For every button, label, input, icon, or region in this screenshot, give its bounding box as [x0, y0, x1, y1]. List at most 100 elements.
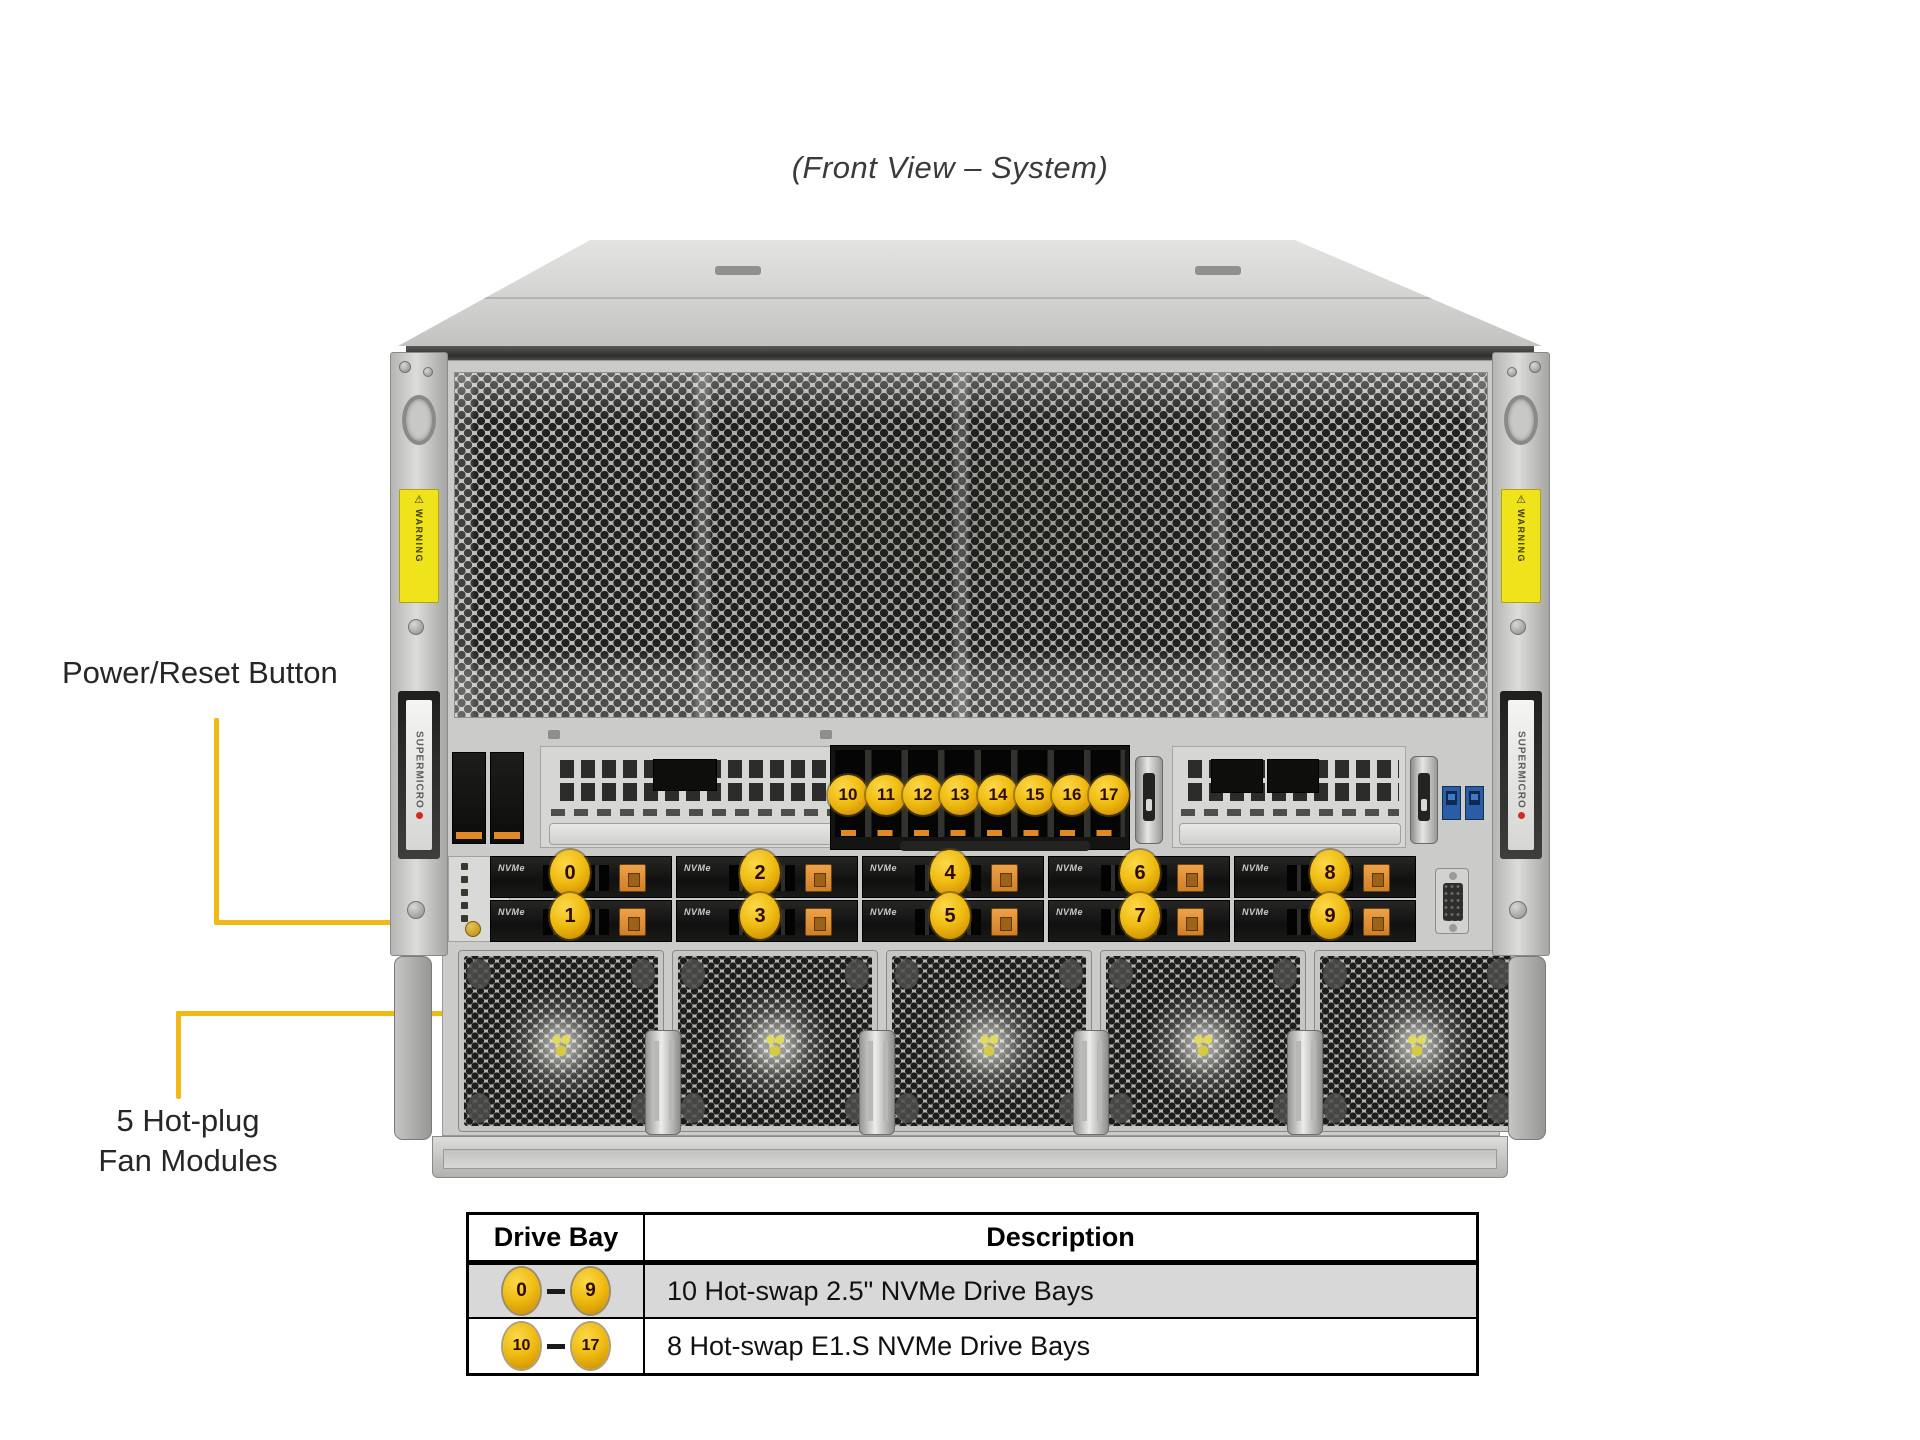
table-row: 10 17 8 Hot-swap E1.S NVMe Drive Bays [469, 1319, 1476, 1373]
status-led [461, 915, 468, 922]
drive-bay-number-badge: 8 [1310, 850, 1350, 896]
fan-hub [978, 1032, 1000, 1057]
drive-bay-number-badge: 9 [1310, 893, 1350, 939]
screw [1509, 901, 1527, 919]
fan-corner-hole [1323, 1093, 1347, 1123]
card-port-cutout [1211, 759, 1263, 793]
fan-module [1100, 950, 1306, 1132]
e1s-bay-number-badge: 17 [1089, 775, 1129, 815]
drive-bay-number-badge: 3 [740, 893, 780, 939]
table-header-row: Drive Bay Description [469, 1215, 1476, 1265]
screw-hole [820, 730, 832, 739]
nvme-label: NVMe [498, 907, 526, 917]
vent-dashes [1181, 809, 1399, 816]
fan-hub [1192, 1032, 1214, 1057]
power-reset-callout-line-horizontal [214, 920, 476, 925]
fan-corner-hole [895, 959, 919, 989]
left-rack-ear: ⚠ WARNING SUPERMICRO [390, 352, 448, 956]
ear-latch-hole [1504, 395, 1538, 445]
drive-bay-table: Drive Bay Description 0 9 10 Hot-swap 2.… [466, 1212, 1479, 1376]
brand-red-dot [1517, 811, 1525, 819]
fan-corner-hole [467, 1093, 491, 1123]
e1s-bay-number-badge: 15 [1015, 775, 1055, 815]
fan-module [886, 950, 1092, 1132]
table-header-drive-bay: Drive Bay [469, 1215, 645, 1260]
tray-latch-button [619, 864, 646, 892]
tray-latch-button [1363, 908, 1390, 936]
status-led [461, 876, 468, 883]
warning-label: ⚠ WARNING [1501, 489, 1541, 603]
nvme-label: NVMe [684, 907, 712, 917]
fan-modules-label-line1: 5 Hot-plug [116, 1103, 260, 1138]
blank-bracket [549, 823, 837, 845]
e1s-bay-number-badge: 10 [828, 775, 868, 815]
logo-strip: SUPERMICRO [1508, 700, 1534, 850]
e1s-bay-number-badge: 12 [903, 775, 943, 815]
screw [1529, 361, 1541, 373]
table-header-description: Description [986, 1222, 1135, 1252]
fan-corner-hole [681, 1093, 705, 1123]
fan-corner-hole [631, 959, 655, 989]
fan-corner-hole [895, 1093, 919, 1123]
fan-corner-hole [1323, 959, 1347, 989]
right-addon-card-panel [1172, 746, 1406, 848]
nvme-label: NVMe [1056, 863, 1084, 873]
fan-hub [550, 1032, 572, 1057]
fan-mesh [1320, 956, 1514, 1126]
power-reset-button [465, 921, 481, 937]
tray-latch-button [805, 908, 832, 936]
drive-bay-number-badge: 1 [550, 893, 590, 939]
table-row: 0 9 10 Hot-swap 2.5" NVMe Drive Bays [469, 1265, 1476, 1319]
bay-number-badge: 0 [503, 1268, 540, 1314]
tray-latch-button [805, 864, 832, 892]
vga-port [1435, 868, 1469, 934]
range-dash [547, 1343, 565, 1349]
fan-corner-hole [1487, 959, 1511, 989]
screw [399, 361, 411, 373]
nvme-label: NVMe [1242, 863, 1270, 873]
card-port-cutout [1267, 759, 1319, 793]
bay-latch-right [1135, 756, 1163, 844]
table-cell-description: 10 Hot-swap 2.5" NVMe Drive Bays [667, 1275, 1094, 1306]
range-dash [547, 1288, 565, 1294]
brand-text: SUPERMICRO [1515, 731, 1527, 809]
screw-hole [548, 730, 560, 739]
logo-strip: SUPERMICRO [406, 700, 432, 850]
tray-latch-button [619, 908, 646, 936]
drive-bay-number-badge: 0 [550, 850, 590, 896]
blank-bracket [1179, 823, 1401, 845]
drive-bay-number-badge: 6 [1120, 850, 1160, 896]
tray-latch-button [991, 908, 1018, 936]
fan-latch-handle [645, 1030, 681, 1135]
fan-hub [764, 1032, 786, 1057]
cover-gap-bar [406, 346, 1534, 360]
power-reset-label: Power/Reset Button [62, 655, 338, 690]
chassis-top-cover [398, 240, 1542, 346]
fan-mesh [678, 956, 872, 1126]
card-port-cutout [653, 759, 717, 791]
e1s-bay-number-badge: 11 [866, 775, 906, 815]
fan-latch-handle [1073, 1030, 1109, 1135]
vent-dashes [551, 809, 835, 816]
status-led [461, 889, 468, 896]
fan-modules-label-line2: Fan Modules [98, 1143, 278, 1178]
power-reset-callout-line-vertical [214, 718, 219, 925]
tray-latch-button [1177, 864, 1204, 892]
left-module-slot [490, 752, 524, 844]
fan-corner-hole [1273, 959, 1297, 989]
drive-bay-number-badge: 4 [930, 850, 970, 896]
supermicro-logo-label: SUPERMICRO [1500, 691, 1542, 859]
bay-number-badge: 9 [572, 1268, 609, 1314]
warning-text: WARNING [414, 509, 424, 563]
tray-latch-button [1177, 908, 1204, 936]
drive-bay-number-badge: 7 [1120, 893, 1160, 939]
bay-latch-far-right [1410, 756, 1438, 844]
top-cover-notch [1195, 266, 1241, 275]
table-cell-drive-bay-range: 0 9 [469, 1265, 645, 1317]
fan-corner-hole [1109, 1093, 1133, 1123]
table-cell-drive-bay-range: 10 17 [469, 1319, 645, 1373]
fan-module [1314, 950, 1520, 1132]
fan-mesh [1106, 956, 1300, 1126]
chassis-bottom-rail [432, 1136, 1508, 1178]
